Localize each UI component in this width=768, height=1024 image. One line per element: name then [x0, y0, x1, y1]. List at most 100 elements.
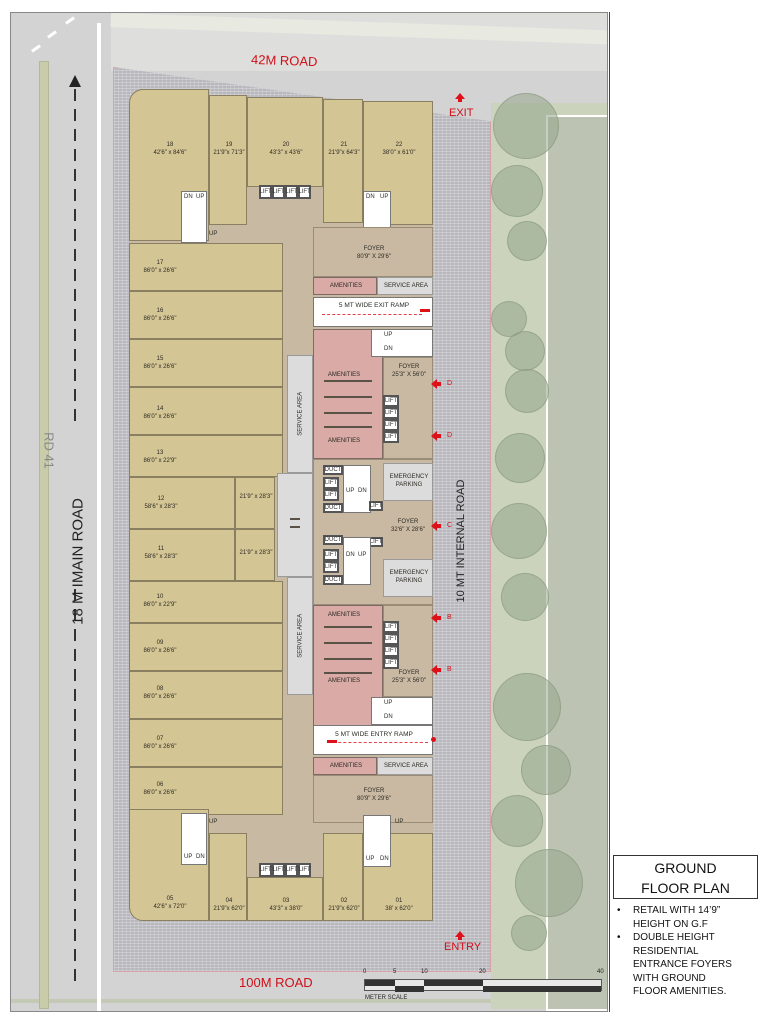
- road-median: [39, 61, 49, 1009]
- ramp-arrow-icon: [420, 309, 430, 312]
- lift: LIFT: [383, 419, 399, 431]
- bottom-road-edge: [11, 999, 607, 1003]
- tree-icon: [495, 433, 545, 483]
- lane-dash: [74, 149, 76, 161]
- lift: LIFT: [272, 185, 285, 199]
- lane-dash: [74, 309, 76, 321]
- amenities-north: AMENITIES: [313, 277, 377, 295]
- staircase-bottom-left: UP DN: [181, 813, 207, 865]
- top-road-label: 42M ROAD: [250, 51, 318, 70]
- tree-icon: [507, 221, 547, 261]
- lane-dash: [74, 369, 76, 381]
- scale-tick: 5: [393, 969, 397, 975]
- shop-11-annex[interactable]: 21'9" x 28'3": [235, 529, 275, 581]
- lift: LIFT: [323, 489, 339, 501]
- tree-icon: [505, 369, 549, 413]
- block-label-d: D: [447, 380, 453, 387]
- lift: LIFT: [298, 185, 311, 199]
- block-label-d: D: [447, 432, 453, 439]
- internal-road-label: 10 MT INTERNAL ROAD: [455, 479, 467, 603]
- service-area-south-small: SERVICE AREA: [377, 757, 433, 775]
- staircase-block-c-north: UP DN: [343, 465, 371, 513]
- boundary-line: [607, 137, 608, 997]
- traffic-direction-arrow-icon: [69, 75, 81, 87]
- lane-dash: [74, 109, 76, 121]
- tree-icon: [493, 93, 559, 159]
- scale-tick: 0: [363, 969, 367, 975]
- scale-label: METER SCALE: [365, 995, 408, 1001]
- lift: LIFT: [369, 537, 383, 547]
- lane-dash: [74, 669, 76, 681]
- lane-dash: [74, 349, 76, 361]
- staircase-bottom-right: UP DN: [363, 815, 391, 867]
- scale-tick: 20: [479, 969, 486, 975]
- ramp-marker-icon: [431, 737, 436, 742]
- tree-icon: [493, 673, 561, 741]
- entry-label: ENTRY: [444, 941, 482, 953]
- shop-12-annex[interactable]: 21'9" x 28'3": [235, 477, 275, 529]
- exit-label: EXIT: [449, 107, 474, 119]
- lane-dash: [74, 849, 76, 861]
- lift: LIFT: [383, 633, 399, 645]
- exit-ramp: 5 MT WIDE EXIT RAMP: [313, 297, 433, 327]
- lane-dash: [74, 889, 76, 901]
- lift: LIFT: [298, 863, 311, 877]
- lane-dash: [74, 649, 76, 661]
- duct: DUCT: [323, 575, 343, 585]
- lane-dash: [47, 30, 57, 39]
- lane-dash: [74, 209, 76, 221]
- lane-dash: [74, 929, 76, 941]
- block-label-b: B: [447, 614, 452, 621]
- lane-dash: [74, 969, 76, 981]
- tree-icon: [505, 331, 545, 371]
- tree-icon: [501, 573, 549, 621]
- block-label-c: C: [447, 522, 453, 529]
- scale-tick: 10: [421, 969, 428, 975]
- lift: LIFT: [285, 863, 298, 877]
- lane-dash: [74, 409, 76, 421]
- lane-dash: [65, 16, 75, 25]
- legend-panel: [609, 12, 768, 1012]
- left-road-label: 18 M IMAIN ROAD: [69, 498, 87, 625]
- lane-dash: [74, 169, 76, 181]
- lane-dash: [74, 629, 76, 641]
- lift: LIFT: [259, 185, 272, 199]
- lane-dash: [74, 909, 76, 921]
- tree-icon: [491, 503, 547, 559]
- lane-dash: [74, 249, 76, 261]
- duct: DUCT: [323, 503, 343, 513]
- entrance-arrow-icon: [431, 521, 441, 531]
- shop-size: 42'6" x 84'6": [153, 149, 187, 156]
- bottom-road-label: 100M ROAD: [239, 975, 313, 990]
- lane-dash: [74, 329, 76, 341]
- lift: LIFT: [285, 185, 298, 199]
- lane-dash: [74, 809, 76, 821]
- road-tag: RD 41: [41, 432, 57, 469]
- exit-arrow-icon: [455, 93, 465, 102]
- shop-number: 18: [166, 142, 174, 148]
- lift: LIFT: [259, 863, 272, 877]
- stair-up-label: UP: [209, 819, 218, 825]
- block-label-b: B: [447, 666, 452, 673]
- lift: LIFT: [383, 431, 399, 443]
